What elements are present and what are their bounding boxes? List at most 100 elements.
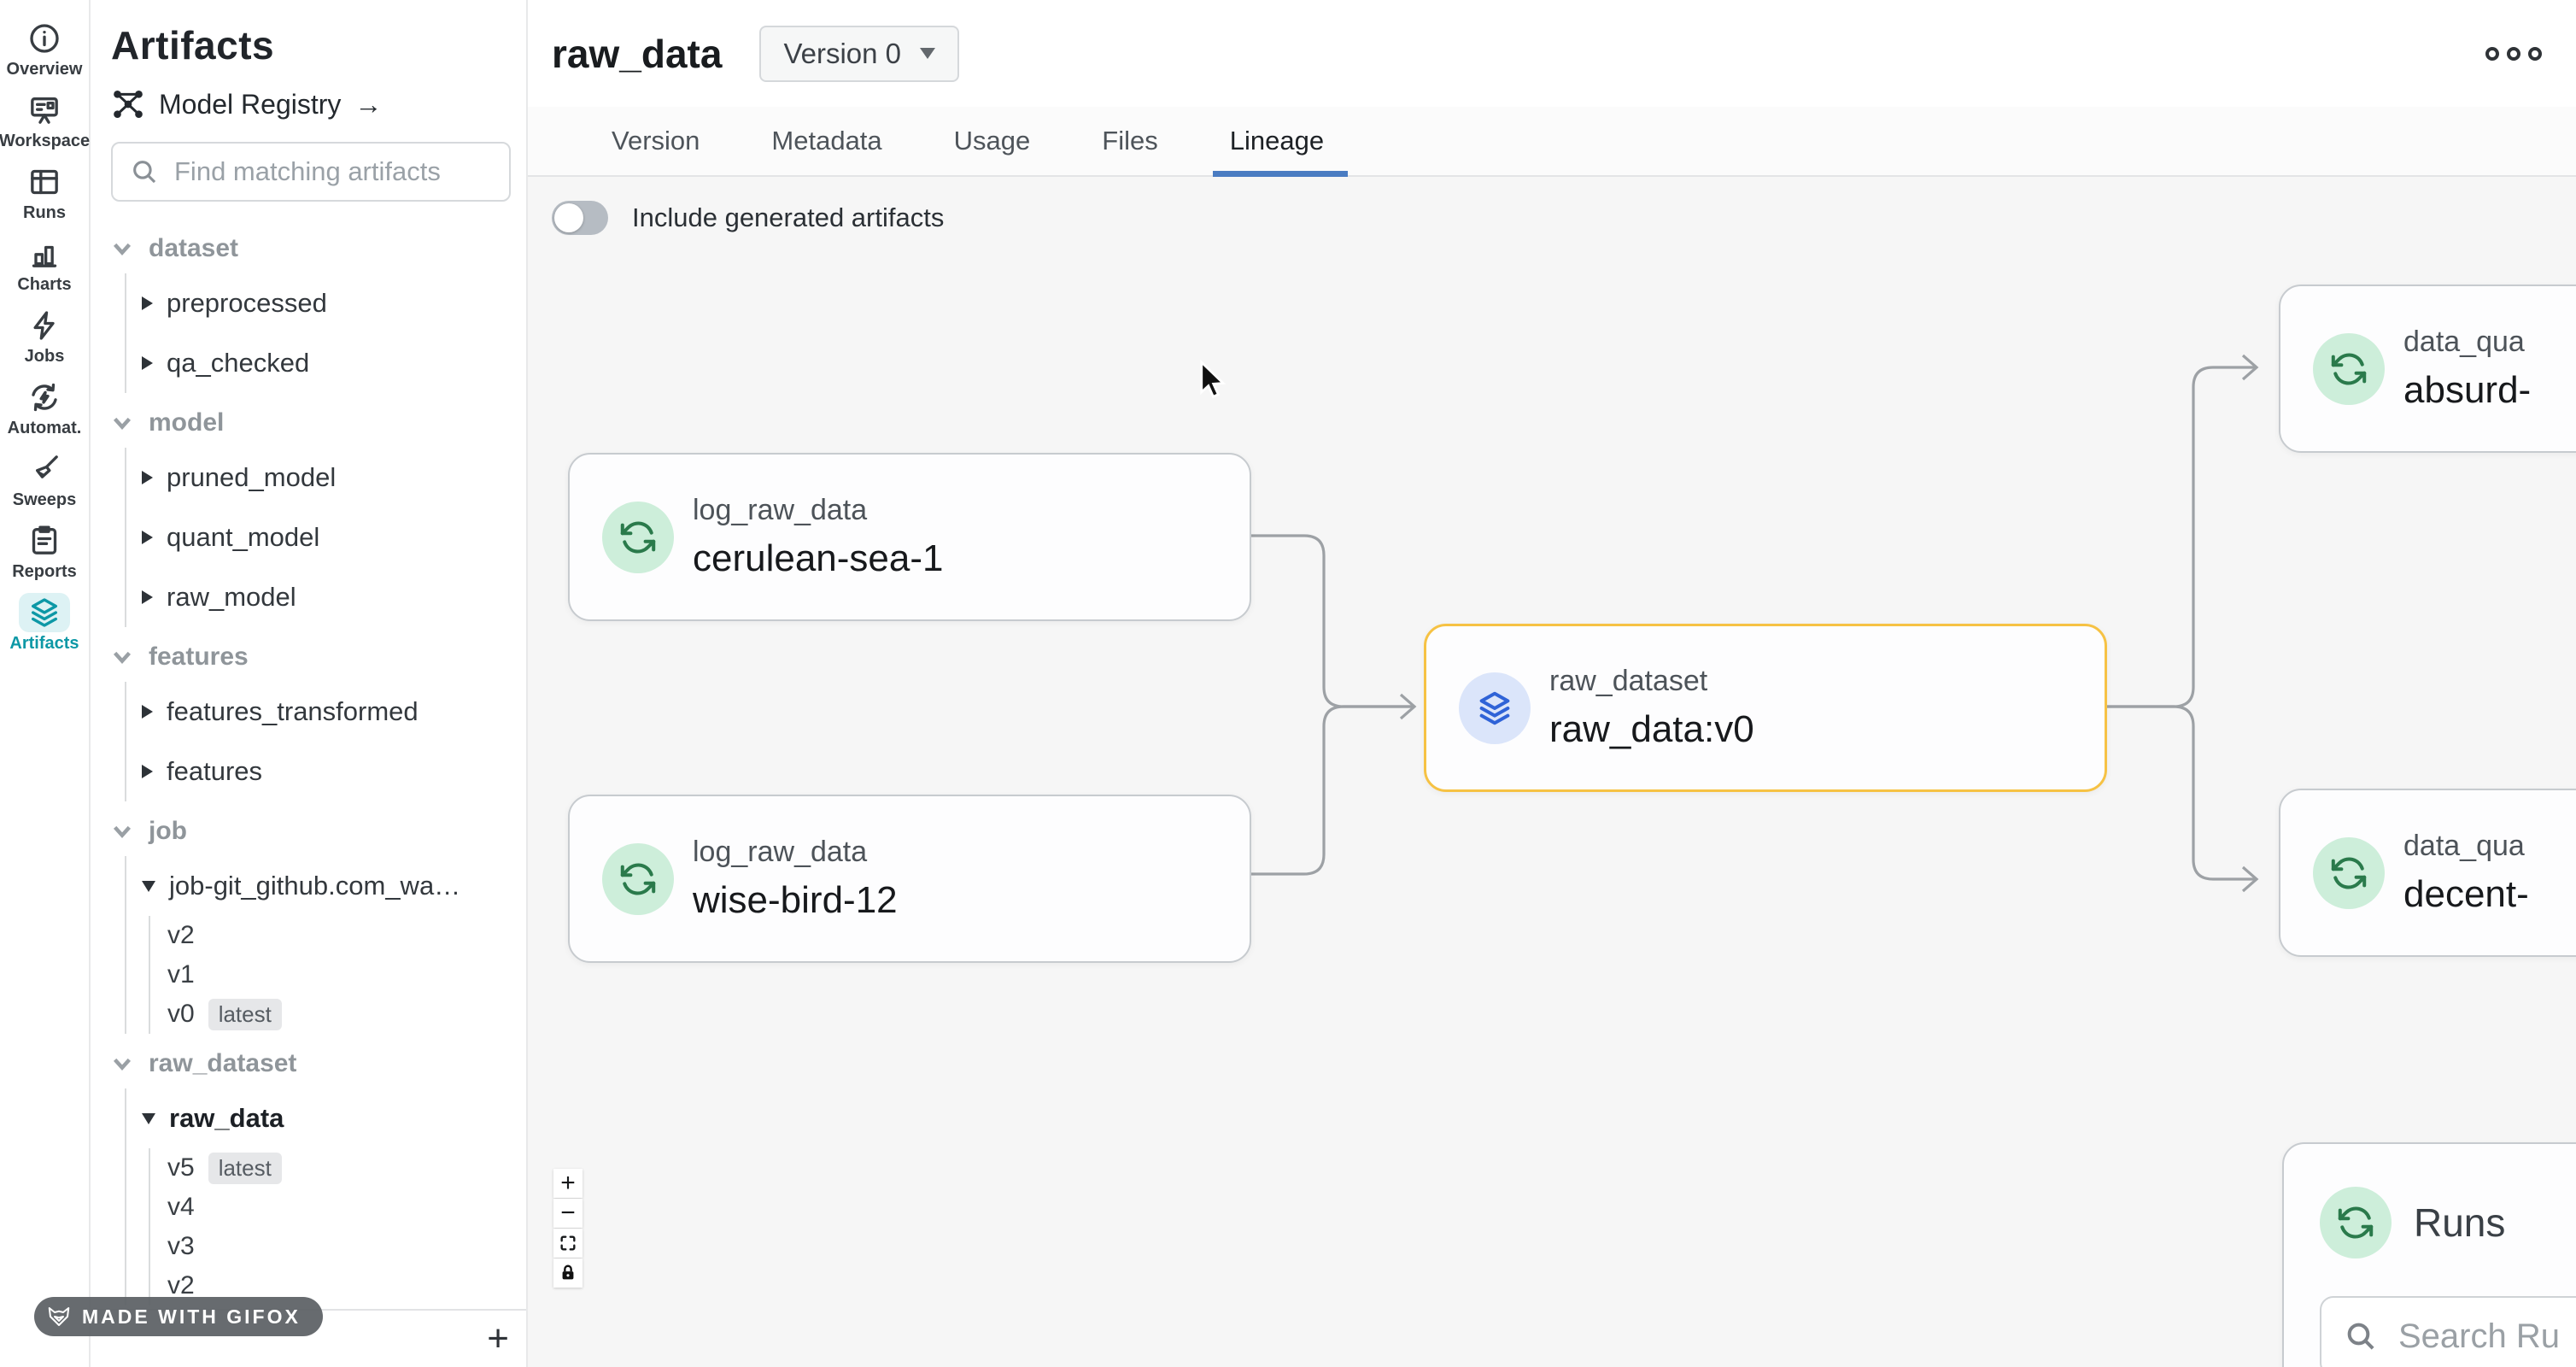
tree-section-label: features bbox=[149, 642, 249, 671]
new-artifact-button[interactable]: + bbox=[487, 1317, 509, 1359]
rail-label: Artifacts bbox=[9, 634, 79, 653]
node-name-label: decent- bbox=[2403, 873, 2529, 915]
tab-files[interactable]: Files bbox=[1102, 107, 1157, 175]
tree-item-qa-checked[interactable]: qa_checked bbox=[126, 333, 511, 393]
chevron-down-icon bbox=[113, 651, 132, 664]
version-label: v3 bbox=[167, 1232, 195, 1260]
rail-item-automations[interactable]: Automat. bbox=[0, 378, 89, 449]
main-panel: raw_data Version 0 Version Metadata Usag… bbox=[528, 0, 2576, 1367]
fit-view-button[interactable] bbox=[553, 1229, 583, 1258]
lineage-node-wise-bird-12[interactable]: log_raw_data wise-bird-12 bbox=[568, 795, 1251, 963]
rail-item-artifacts[interactable]: Artifacts bbox=[0, 593, 89, 665]
tree-item-preprocessed[interactable]: preprocessed bbox=[126, 273, 511, 333]
lineage-node-raw-data-v0[interactable]: raw_dataset raw_data:v0 bbox=[1424, 624, 2107, 792]
tree-item-features[interactable]: features bbox=[126, 742, 511, 801]
version-label: v0 bbox=[167, 1000, 195, 1028]
tree-section-dataset[interactable]: dataset bbox=[111, 224, 511, 273]
include-generated-toggle[interactable] bbox=[552, 201, 608, 235]
tree-item-label: raw_data bbox=[169, 1103, 284, 1133]
tab-lineage[interactable]: Lineage bbox=[1212, 107, 1349, 177]
tree-item-quant-model[interactable]: quant_model bbox=[126, 507, 511, 567]
lineage-graph-canvas[interactable]: Include generated artifacts log_raw_data… bbox=[528, 177, 2576, 1367]
version-dropdown-label: Version 0 bbox=[783, 37, 902, 69]
artifact-search-box bbox=[111, 142, 511, 202]
runs-search-box bbox=[2320, 1296, 2576, 1367]
rail-item-overview[interactable]: Overview bbox=[0, 19, 89, 91]
lineage-node-cerulean-sea-1[interactable]: log_raw_data cerulean-sea-1 bbox=[568, 453, 1251, 621]
tree-section-raw-dataset[interactable]: raw_dataset bbox=[111, 1039, 511, 1088]
tree-version-raw-v3[interactable]: v3 bbox=[150, 1227, 511, 1266]
tree-item-raw-model[interactable]: raw_model bbox=[126, 567, 511, 627]
node-name-label: cerulean-sea-1 bbox=[693, 537, 944, 579]
artifact-tree: dataset preprocessed qa_checked model bbox=[111, 224, 511, 1305]
toggle-knob bbox=[554, 203, 583, 232]
rail-item-sweeps[interactable]: Sweeps bbox=[0, 449, 89, 521]
tree-item-label: qa_checked bbox=[167, 348, 310, 378]
rail-item-workspace[interactable]: Workspace bbox=[0, 91, 91, 162]
chevron-down-icon bbox=[113, 1058, 132, 1071]
tree-section-label: raw_dataset bbox=[149, 1049, 297, 1077]
artifacts-sidebar: Artifacts Model Registry → dataset bbox=[91, 0, 528, 1367]
lineage-node-decent[interactable]: data_qua decent- bbox=[2279, 789, 2576, 957]
runs-search-input[interactable] bbox=[2398, 1317, 2576, 1356]
tree-version-raw-v4[interactable]: v4 bbox=[150, 1188, 511, 1227]
version-label: v5 bbox=[167, 1153, 195, 1182]
version-dropdown[interactable]: Version 0 bbox=[759, 25, 960, 82]
tree-item-pruned-model[interactable]: pruned_model bbox=[126, 448, 511, 507]
rail-label: Charts bbox=[17, 275, 72, 294]
latest-badge: latest bbox=[208, 998, 282, 1030]
tree-item-raw-data[interactable]: raw_data bbox=[126, 1088, 511, 1148]
run-icon bbox=[602, 842, 674, 915]
arrow-right-icon: → bbox=[354, 88, 383, 120]
graph-zoom-controls: + − bbox=[553, 1169, 583, 1288]
chevron-down-icon bbox=[113, 825, 132, 838]
overflow-menu-button[interactable] bbox=[2485, 46, 2542, 61]
artifact-search-input[interactable] bbox=[174, 156, 495, 187]
tree-version-job-v0[interactable]: v0 latest bbox=[150, 994, 511, 1034]
tree-section-features[interactable]: features bbox=[111, 632, 511, 682]
zoom-in-button[interactable]: + bbox=[553, 1169, 583, 1198]
runs-panel[interactable]: Runs bbox=[2282, 1142, 2576, 1367]
rail-label: Jobs bbox=[24, 347, 65, 366]
tab-usage[interactable]: Usage bbox=[954, 107, 1031, 175]
version-label: v4 bbox=[167, 1193, 195, 1221]
model-registry-label: Model Registry bbox=[159, 88, 342, 120]
rail-item-reports[interactable]: Reports bbox=[0, 521, 89, 593]
caret-down-icon bbox=[920, 48, 936, 59]
tree-section-model[interactable]: model bbox=[111, 398, 511, 448]
tree-version-job-v2[interactable]: v2 bbox=[150, 916, 511, 955]
tab-metadata[interactable]: Metadata bbox=[771, 107, 881, 175]
tree-version-job-v1[interactable]: v1 bbox=[150, 955, 511, 994]
fit-view-icon bbox=[560, 1235, 576, 1251]
tree-item-label: raw_model bbox=[167, 582, 296, 612]
rail-label: Sweeps bbox=[12, 490, 77, 509]
info-icon bbox=[19, 19, 70, 58]
tree-section-job[interactable]: job bbox=[111, 807, 511, 856]
model-registry-link[interactable]: Model Registry → bbox=[111, 87, 511, 121]
run-icon bbox=[2320, 1187, 2392, 1258]
rail-label: Workspace bbox=[0, 132, 91, 150]
dot-icon bbox=[2485, 46, 2499, 61]
artifact-header: raw_data Version 0 bbox=[528, 0, 2576, 107]
triangle-right-icon bbox=[142, 590, 153, 604]
lineage-node-absurd[interactable]: data_qua absurd- bbox=[2279, 285, 2576, 453]
rail-item-charts[interactable]: Charts bbox=[0, 234, 89, 306]
tree-item-features-transformed[interactable]: features_transformed bbox=[126, 682, 511, 742]
tree-version-raw-v5[interactable]: v5 latest bbox=[150, 1148, 511, 1188]
node-type-label: log_raw_data bbox=[693, 836, 868, 868]
tree-item-label: pruned_model bbox=[167, 462, 337, 492]
lock-icon bbox=[562, 1264, 574, 1280]
artifact-tabs: Version Metadata Usage Files Lineage bbox=[528, 107, 2576, 177]
artifact-layers-icon bbox=[1459, 672, 1531, 744]
tree-item-job-git[interactable]: job-git_github.com_wa… bbox=[126, 856, 511, 916]
lock-pan-button[interactable] bbox=[553, 1258, 583, 1288]
rail-item-jobs[interactable]: Jobs bbox=[0, 306, 89, 378]
clipboard-icon bbox=[19, 521, 70, 560]
tree-version-raw-v2[interactable]: v2 bbox=[150, 1266, 511, 1305]
node-type-label: data_qua bbox=[2403, 830, 2525, 862]
tab-version[interactable]: Version bbox=[612, 107, 700, 175]
rail-item-runs[interactable]: Runs bbox=[0, 162, 89, 234]
latest-badge: latest bbox=[208, 1152, 282, 1184]
triangle-right-icon bbox=[142, 356, 153, 370]
zoom-out-button[interactable]: − bbox=[553, 1199, 583, 1228]
